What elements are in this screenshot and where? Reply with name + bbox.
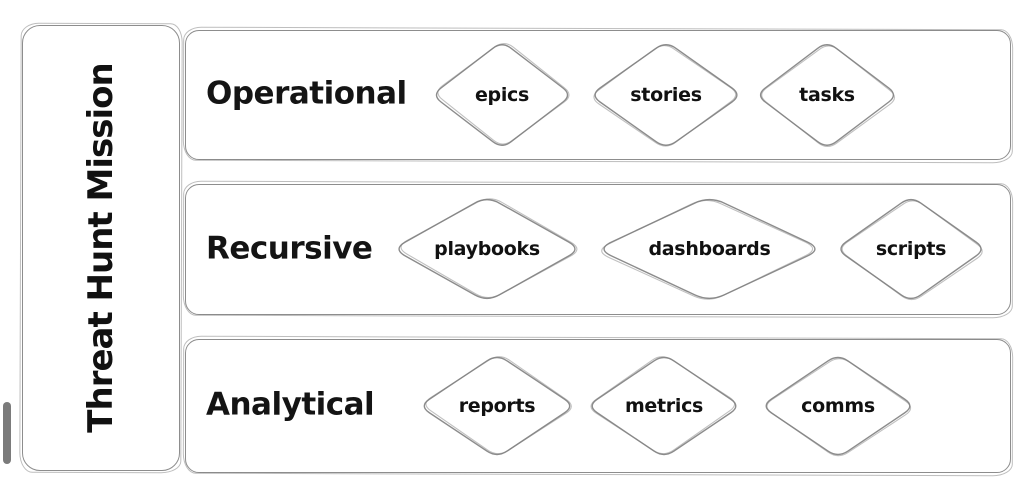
diamond-epics-label: epics [474, 84, 530, 106]
row-operational[interactable]: Operational epics stories tasks [185, 30, 1011, 160]
diamond-playbooks-label: playbooks [434, 238, 540, 260]
diamond-reports-label: reports [458, 395, 536, 417]
diamond-dashboards-label: dashboards [648, 238, 771, 260]
diamond-outline [416, 351, 578, 461]
diamond-tasks[interactable]: tasks [753, 38, 901, 152]
diamond-outline [833, 193, 989, 305]
diamond-playbooks[interactable]: playbooks [389, 193, 585, 305]
row-analytical-label: Analytical [206, 386, 375, 423]
diamond-stories[interactable]: stories [587, 38, 745, 152]
diamond-outline [753, 38, 901, 152]
diamond-comms-label: comms [801, 395, 875, 417]
mission-title: Threat Hunt Mission [81, 63, 121, 433]
diamond-outline [389, 193, 585, 305]
diamond-outline [592, 193, 827, 305]
diamond-metrics[interactable]: metrics [584, 351, 744, 461]
mission-container-shape[interactable]: Threat Hunt Mission [22, 25, 180, 471]
row-analytical[interactable]: Analytical reports metrics comms [185, 339, 1011, 473]
diamond-scripts[interactable]: scripts [833, 193, 989, 305]
diamond-reports[interactable]: reports [416, 351, 578, 461]
vertical-scrollbar-thumb[interactable] [3, 402, 11, 464]
diamond-scripts-label: scripts [875, 238, 947, 260]
diamond-tasks-label: tasks [799, 84, 855, 106]
diamond-stories-label: stories [630, 84, 702, 106]
diamond-outline [587, 38, 745, 152]
diamond-dashboards[interactable]: dashboards [592, 193, 827, 305]
diamond-outline [429, 38, 575, 152]
diamond-outline [584, 351, 744, 461]
diamond-epics[interactable]: epics [429, 38, 575, 152]
row-recursive-label: Recursive [206, 230, 373, 267]
row-operational-label: Operational [206, 75, 407, 112]
diamond-outline [758, 351, 918, 461]
diamond-comms[interactable]: comms [758, 351, 918, 461]
row-recursive[interactable]: Recursive playbooks dashboards scripts [185, 184, 1011, 315]
diamond-metrics-label: metrics [624, 395, 704, 417]
